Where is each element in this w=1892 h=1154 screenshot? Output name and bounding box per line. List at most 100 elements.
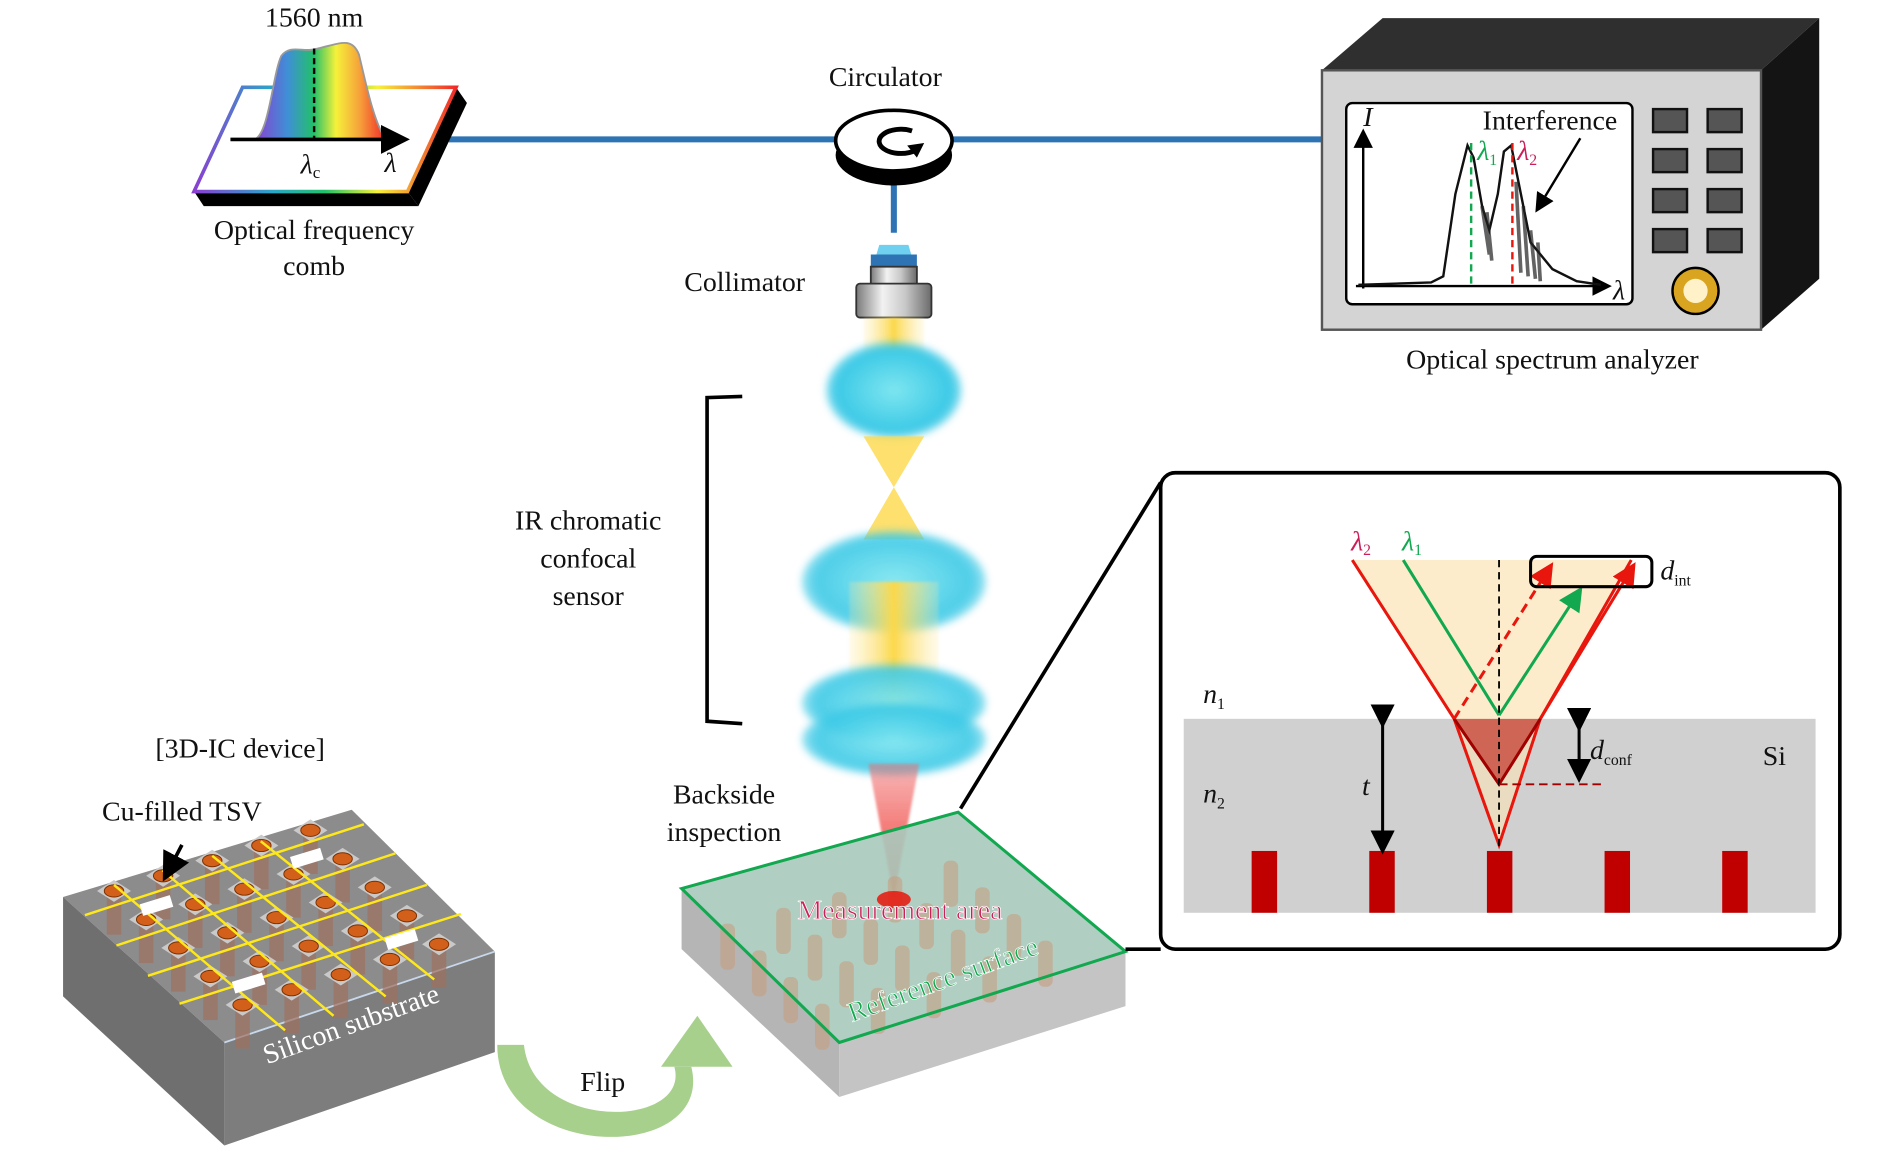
comb-caption-line1: Optical frequency — [214, 215, 415, 246]
sample-tsv-pillar — [919, 903, 934, 950]
sensor-bracket — [705, 394, 743, 726]
sample-tsv-pillar — [776, 907, 791, 954]
tsv-label: Cu-filled TSV — [102, 797, 262, 828]
osa-spectrum-trace — [1358, 141, 1602, 287]
tsv-via — [308, 891, 343, 947]
confocal-optics — [801, 317, 987, 898]
osa-lambda2-label: λ2 — [1516, 136, 1537, 169]
silicon-label: Si — [1763, 741, 1787, 772]
flip-label: Flip — [580, 1067, 625, 1098]
backside-label-line2: inspection — [667, 817, 782, 848]
thickness-label: t — [1362, 771, 1371, 802]
osa-lambda1-label: λ1 — [1476, 136, 1497, 169]
optical-spectrum-analyzer: I λ Interference λ1 λ2 Optical spectrum … — [1320, 18, 1820, 376]
circulator-label: Circulator — [829, 62, 943, 93]
comb-platform — [191, 85, 459, 194]
tsv-via — [274, 978, 309, 1034]
d-conf-label: dconf — [1590, 735, 1633, 769]
osa-button[interactable] — [1706, 147, 1743, 174]
sample-tsv-pillar — [870, 987, 886, 1034]
tsv-via — [178, 893, 213, 948]
osa-screen — [1345, 101, 1634, 306]
tsv-via — [372, 948, 407, 1004]
osa-button[interactable] — [1706, 227, 1743, 254]
tsv-via — [323, 963, 358, 1019]
inset-tsv — [1486, 850, 1513, 913]
sample-tsv-pillar — [839, 961, 854, 1008]
sample-tsv-pillar — [943, 860, 959, 907]
tsv-via — [422, 933, 457, 988]
sample-tsv-pillar — [895, 945, 910, 992]
collimator: Collimator — [684, 244, 933, 319]
comb-caption-line2: comb — [283, 251, 345, 282]
inset-tsv — [1722, 850, 1748, 913]
osa-button[interactable] — [1651, 227, 1689, 254]
sample-tsv-pillar — [950, 929, 966, 976]
circulator: Circulator — [829, 62, 954, 186]
tsv-via — [225, 993, 260, 1049]
tsv-via — [195, 849, 230, 905]
inset-tsv-row — [1251, 850, 1748, 913]
inset-detail: λ2 λ1 dint dconf n1 n2 t Si — [1158, 470, 1842, 951]
tsv-pointer-arrow — [162, 844, 190, 882]
osa-caption: Optical spectrum analyzer — [1406, 345, 1699, 376]
sample-tsv-pillar — [807, 934, 823, 981]
sample-tsv-pillar — [1006, 913, 1022, 961]
tsv-via — [244, 834, 279, 890]
comb-center-label: λc — [300, 149, 321, 182]
sample-tsv-pillar — [975, 887, 990, 934]
3d-ic-device: [3D-IC device] Cu-filled TSV Silicon sub… — [63, 734, 496, 1146]
osa-button[interactable] — [1706, 107, 1743, 134]
inset-lambda1-label: λ1 — [1401, 526, 1422, 559]
sample-tsv-pillar — [783, 977, 799, 1024]
tsv-via — [227, 878, 262, 933]
comb-spectrum — [254, 41, 388, 141]
inset-tsv — [1369, 850, 1395, 913]
circulator-rotation-icon — [876, 126, 917, 156]
flipped-sample: Measurement area Reference surface — [678, 810, 1129, 1098]
osa-button[interactable] — [1651, 187, 1689, 214]
n1-label: n1 — [1203, 679, 1225, 713]
sample-tsv-pillar — [926, 972, 942, 1019]
osa-button[interactable] — [1706, 187, 1743, 214]
osa-y-axis-label: I — [1362, 102, 1374, 133]
inset-lambda2-label: λ2 — [1350, 526, 1371, 559]
comb-axis-label: λ — [383, 148, 396, 179]
sample-tsv-pillar — [863, 918, 879, 965]
reference-surface-outline — [678, 810, 1129, 1045]
osa-buttons — [1651, 107, 1743, 254]
d-int-box — [1529, 554, 1654, 589]
interference-arrow — [1535, 137, 1582, 213]
tsv-via — [357, 876, 392, 931]
sample-tsv-pillar — [831, 892, 847, 939]
collimator-label: Collimator — [684, 267, 806, 298]
inset-tsv — [1251, 850, 1278, 913]
n2-label: n2 — [1203, 778, 1225, 812]
measurement-area-label: Measurement area — [797, 895, 1002, 926]
inset-tsv — [1604, 850, 1631, 913]
sensor-label-line3: sensor — [553, 581, 625, 612]
flip-arrow: Flip — [497, 1015, 733, 1137]
tsv-via — [97, 880, 131, 935]
osa-button[interactable] — [1651, 147, 1689, 174]
sensor-label-line1: IR chromatic — [515, 506, 661, 537]
osa-x-axis-label: λ — [1612, 275, 1625, 306]
osa-knob[interactable] — [1671, 266, 1720, 316]
backside-label-line1: Backside — [673, 780, 775, 811]
zoom-line-top — [959, 481, 1163, 810]
lens-4 — [801, 703, 987, 776]
tsv-via — [193, 965, 228, 1021]
osa-button[interactable] — [1651, 107, 1689, 134]
tsv-via — [161, 937, 196, 992]
lens-1 — [825, 341, 962, 439]
comb-wavelength-label: 1560 nm — [265, 3, 364, 34]
sensor-label-line2: confocal — [540, 543, 636, 574]
sample-tsv-pillar — [982, 956, 997, 1003]
sample-tsv-pillars — [720, 860, 1053, 1050]
tsv-via — [259, 906, 294, 962]
focus-triangle — [1454, 718, 1541, 785]
measurement-spot — [876, 890, 911, 908]
d-int-label: dint — [1660, 555, 1691, 589]
optical-frequency-comb: 1560 nm λc λ Optical frequency comb — [191, 3, 467, 282]
